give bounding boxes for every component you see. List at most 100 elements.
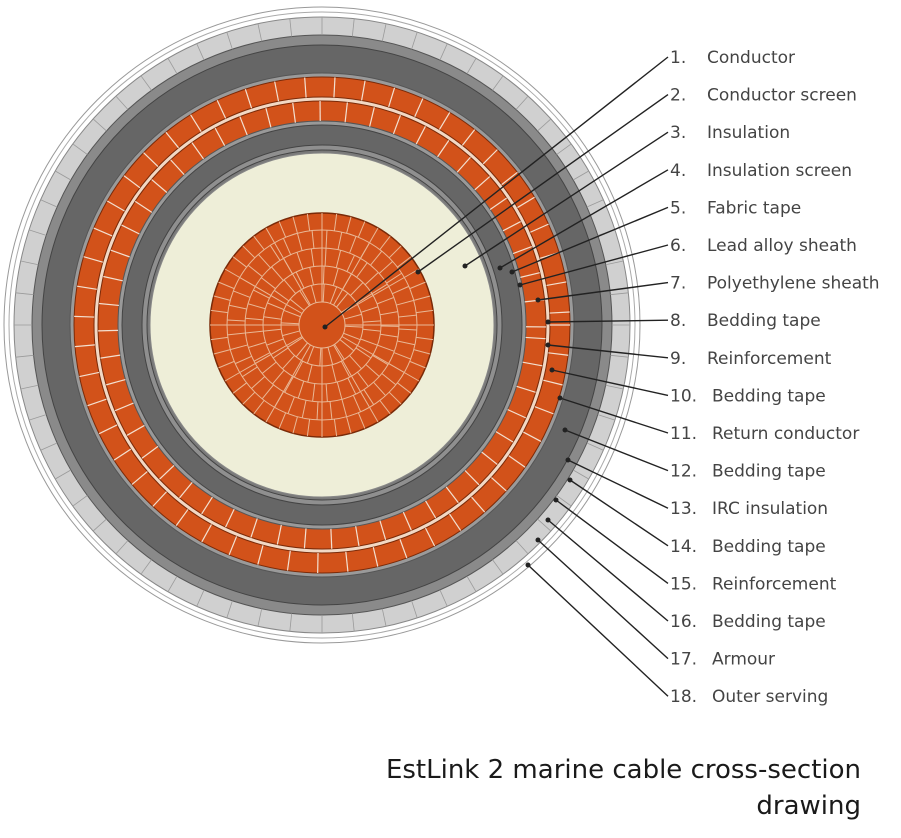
armour-segment xyxy=(40,442,58,451)
conductor-strand xyxy=(263,328,282,332)
leader-line-5 xyxy=(511,206,669,273)
leader-dot-4 xyxy=(497,265,503,271)
leader-dot-1 xyxy=(322,324,328,330)
return-conductor-segment xyxy=(379,520,387,540)
conductor-strand xyxy=(380,333,399,338)
conductor-strand xyxy=(364,272,379,286)
conductor-strand xyxy=(311,230,315,249)
conductor-strand xyxy=(283,258,293,275)
armour-segment xyxy=(115,95,129,110)
armour-segment xyxy=(289,613,293,632)
reinforcement-segment xyxy=(548,352,569,356)
return-conductor-segment xyxy=(464,470,480,486)
conductor-strand xyxy=(398,328,417,331)
layer-number-12: 12. xyxy=(670,462,697,482)
armour-segment xyxy=(28,229,47,236)
return-conductor-segment xyxy=(402,511,412,531)
layer-name-2: Conductor screen xyxy=(707,86,857,106)
return-conductor-segment xyxy=(141,445,159,459)
conductor-strand xyxy=(235,355,252,365)
leader-dot-2 xyxy=(415,269,421,275)
armour-segment xyxy=(439,589,448,607)
layer-number-13: 13. xyxy=(670,499,697,519)
conductor-strand xyxy=(343,332,361,341)
reinforcement-segment xyxy=(333,77,336,98)
reinforcement-segment xyxy=(414,98,424,117)
reinforcement-segment xyxy=(546,281,567,286)
armour-segment xyxy=(610,292,629,296)
leader-dot-11 xyxy=(557,395,563,401)
armour-segment xyxy=(115,540,129,555)
armour-segment xyxy=(196,589,205,607)
conductor-strand xyxy=(287,337,303,348)
reinforcement-segment xyxy=(345,551,349,572)
return-conductor-segment xyxy=(105,378,126,386)
layer-name-16: Bedding tape xyxy=(712,612,826,632)
return-conductor-segment xyxy=(292,102,296,123)
conductor-strand xyxy=(253,400,265,415)
layer-number-11: 11. xyxy=(670,424,697,444)
return-conductor-segment xyxy=(369,107,375,127)
conductor-strand xyxy=(370,250,383,266)
leader-line-16 xyxy=(547,519,669,622)
reinforcement-segment xyxy=(98,424,118,435)
return-conductor-segment xyxy=(344,102,348,123)
return-conductor-segment xyxy=(392,114,402,135)
conductor-strand xyxy=(299,290,310,306)
conductor-strand xyxy=(337,231,343,250)
conductor-strand xyxy=(295,342,308,358)
conductor-strand xyxy=(232,382,247,394)
conductor-strand xyxy=(322,266,325,285)
conductor-strand xyxy=(380,311,398,316)
conductor-strand xyxy=(210,336,228,341)
leader-line-7 xyxy=(537,281,669,301)
return-conductor-segment xyxy=(525,336,546,340)
reinforcement-segment xyxy=(438,112,451,130)
armour-segment xyxy=(55,170,72,181)
armour-segment xyxy=(411,600,418,619)
armour-segment xyxy=(515,95,529,110)
conductor-strand xyxy=(253,352,271,362)
reinforcement-segment xyxy=(534,406,554,415)
conductor-strand xyxy=(272,347,289,359)
leader-line-13 xyxy=(567,459,669,509)
conductor-strand xyxy=(224,268,240,278)
conductor-strand xyxy=(297,380,305,399)
conductor-strand xyxy=(273,289,290,302)
layer-name-15: Reinforcement xyxy=(712,574,837,594)
caption-line-1: EstLink 2 marine cable cross-section xyxy=(385,755,861,785)
layer-number-6: 6. xyxy=(670,236,686,256)
armour-segment xyxy=(537,518,552,532)
leader-dot-7 xyxy=(535,297,541,303)
conductor-strand xyxy=(293,360,304,378)
reinforcement-segment xyxy=(471,496,486,513)
cable-rings xyxy=(3,6,641,644)
conductor-strand xyxy=(230,344,248,351)
reinforcement-segment xyxy=(304,77,307,98)
conductor-strand xyxy=(278,412,287,429)
reinforcement-segment xyxy=(501,171,518,186)
conductor-strand xyxy=(379,235,391,250)
conductor-strand xyxy=(376,296,395,305)
conductor-strand xyxy=(310,248,315,267)
return-conductor-segment xyxy=(425,500,437,519)
leader-line-1 xyxy=(324,56,669,328)
layer-name-17: Armour xyxy=(712,650,775,670)
conductor-strand xyxy=(362,320,381,323)
layer-number-10: 10. xyxy=(670,386,697,406)
conductor-strand xyxy=(349,236,357,254)
conductor-strand xyxy=(322,284,325,303)
armour-segment xyxy=(257,608,263,627)
layer-number-5: 5. xyxy=(670,198,686,218)
leader-dot-8 xyxy=(545,319,551,325)
conductor-strand xyxy=(306,419,311,437)
conductor-strand xyxy=(296,233,303,251)
conductor-strand xyxy=(274,391,284,408)
conductor-strand xyxy=(218,360,235,369)
reinforcement-segment xyxy=(361,80,366,101)
return-conductor-segment xyxy=(98,329,119,332)
return-conductor-segment xyxy=(415,126,426,145)
conductor-strand xyxy=(346,416,352,434)
reinforcement-segment xyxy=(83,256,103,263)
return-conductor-segment xyxy=(330,528,333,549)
